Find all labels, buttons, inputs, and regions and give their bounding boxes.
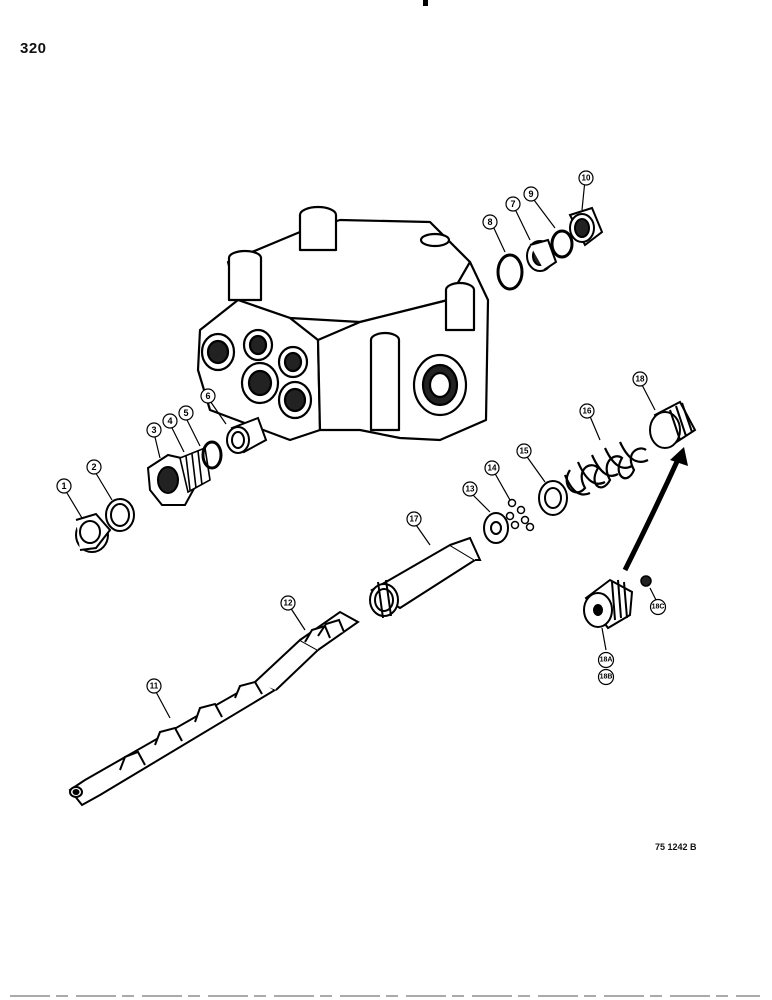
callout-3: 3 [151, 425, 156, 435]
callout-11: 11 [150, 682, 159, 691]
part-1-seal [75, 512, 112, 553]
callout-13: 13 [466, 485, 475, 494]
callout-8: 8 [487, 217, 492, 227]
part-17-sleeve [369, 536, 482, 619]
callout-15: 15 [520, 447, 529, 456]
valve-body [196, 205, 490, 442]
part-5-oring [201, 440, 223, 470]
callout-4: 4 [167, 416, 172, 426]
callout-18: 18 [636, 375, 645, 384]
callout-labels: 1 2 3 4 5 6 7 8 9 10 11 12 13 14 15 16 1… [61, 174, 664, 691]
callout-14: 14 [488, 464, 497, 473]
callout-16: 16 [583, 407, 592, 416]
part-7-retainer [526, 238, 558, 272]
callout-18c: 18C [652, 604, 665, 611]
callout-2: 2 [91, 462, 96, 472]
callout-12: 12 [284, 599, 293, 608]
print-mark-top [423, 0, 428, 6]
part-14-balls [505, 498, 535, 532]
callout-17: 17 [410, 515, 419, 524]
callout-1: 1 [61, 481, 66, 491]
part-6-bushing [226, 416, 268, 454]
assembly-arrow [622, 453, 683, 572]
part-18a-plug [583, 578, 634, 630]
part-13-washer [483, 512, 509, 544]
callouts [56, 170, 667, 719]
part-8-oring [496, 253, 524, 291]
callout-7: 7 [510, 199, 515, 209]
part-2-ring [105, 498, 135, 532]
part-10-cap [568, 206, 604, 247]
callout-5: 5 [183, 408, 188, 418]
page-number: 320 [20, 40, 47, 57]
callout-6: 6 [205, 391, 210, 401]
callout-18b: 18B [600, 674, 613, 681]
callout-9: 9 [528, 189, 533, 199]
part-15-seat [538, 480, 568, 516]
part-18c-plug [640, 575, 652, 587]
drawing-number: 75 1242 B [655, 842, 697, 852]
assembly-arrowhead [670, 447, 688, 466]
callout-18a: 18A [600, 657, 613, 664]
part-16-spring [563, 441, 649, 496]
callout-10: 10 [582, 174, 591, 183]
part-11-spool [68, 610, 360, 807]
part-9-oring [550, 229, 574, 259]
part-18-cap [649, 400, 697, 449]
